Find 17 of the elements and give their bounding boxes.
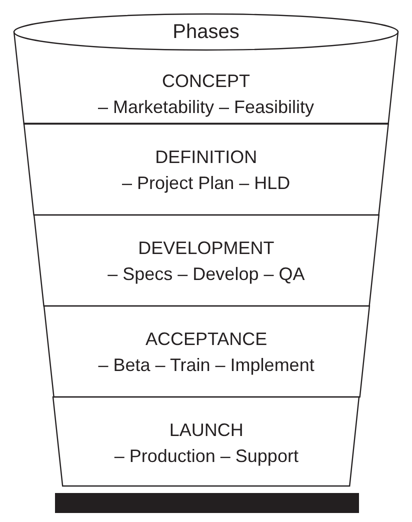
phase-title: Phases — [172, 21, 240, 43]
phase-steps: – Project Plan – HLD — [122, 172, 290, 194]
phase-band — [53, 397, 360, 486]
base-bar — [55, 493, 359, 513]
phase-title: ACCEPTANCE — [145, 328, 268, 350]
phase-title: CONCEPT — [162, 70, 250, 92]
phase-steps: – Marketability – Feasibility — [98, 96, 314, 118]
phase-steps: – Beta – Train – Implement — [98, 354, 314, 376]
ellipse-top — [14, 14, 398, 50]
phase-title: LAUNCH — [169, 419, 244, 441]
phase-band — [24, 124, 388, 215]
phase-steps: – Production – Support — [114, 445, 298, 467]
phase-title: DEFINITION — [155, 146, 258, 168]
phase-steps: – Specs – Develop – QA — [108, 263, 305, 285]
phase-band — [34, 215, 379, 306]
phase-band — [44, 306, 370, 397]
phase-title: DEVELOPMENT — [138, 237, 274, 259]
